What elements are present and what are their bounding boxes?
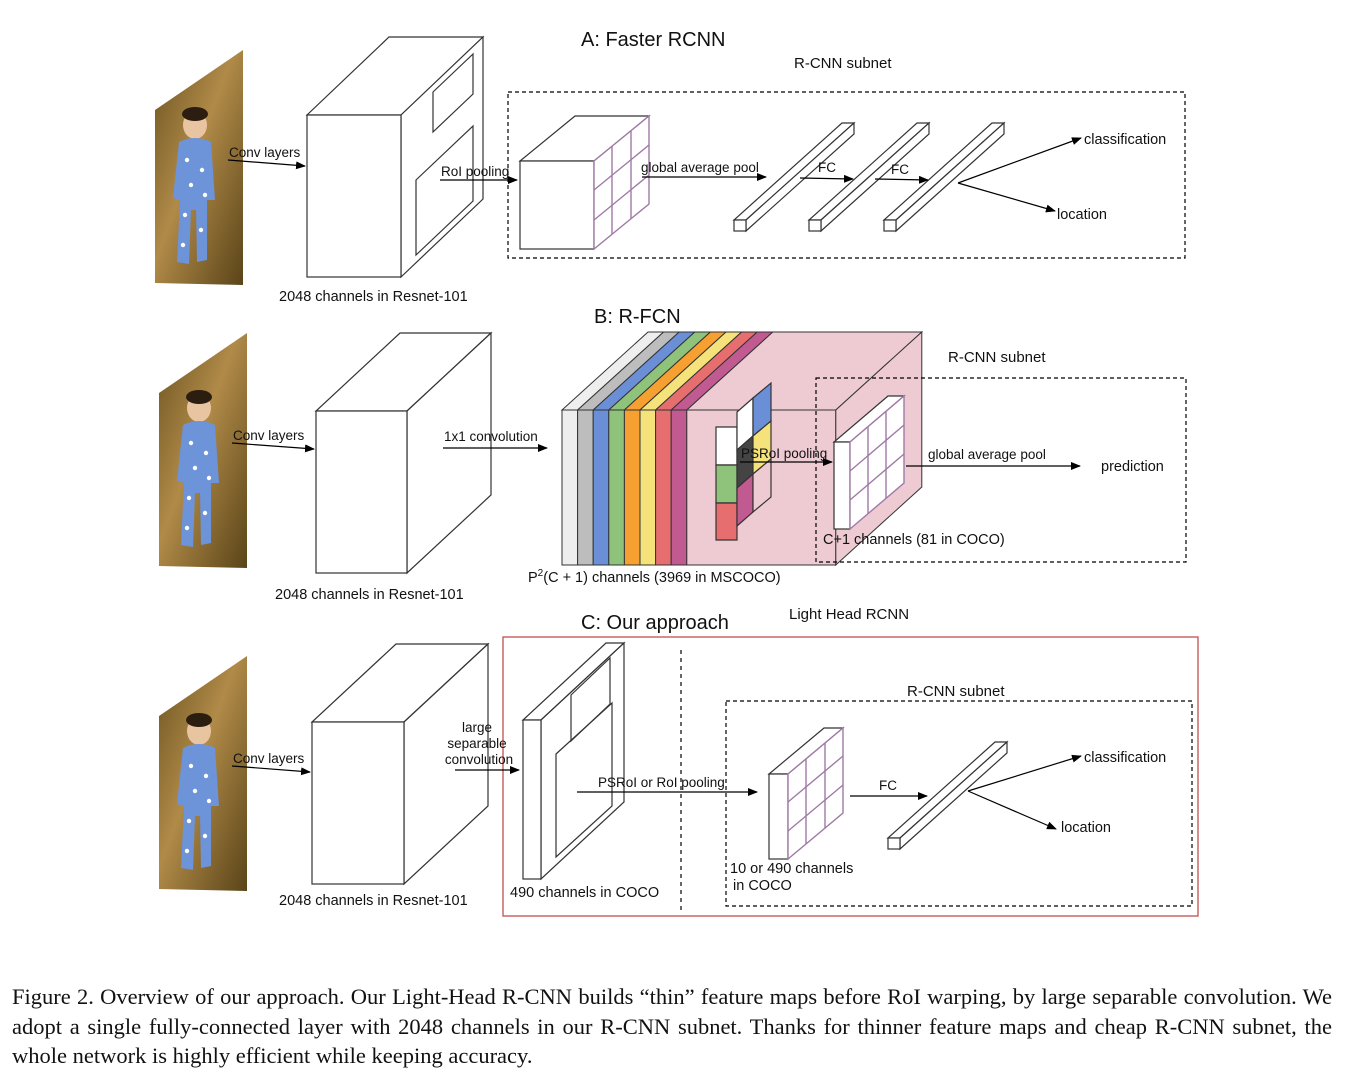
gap-label: global average pool [928,447,1046,462]
architecture-diagram: A: Faster RCNN R-CNN subnet Conv layers … [155,29,1199,917]
fc-vector-1 [732,121,856,233]
fc-vector [886,740,1009,851]
panel-b: B: R-FCN R-CNN subnet Conv layers 1x1 co… [159,306,1187,603]
conv-layers-label: Conv layers [233,751,305,766]
input-image [159,333,247,568]
input-image [159,656,247,891]
conv-layers-label: Conv layers [229,145,301,160]
gap-arrow: global average pool [641,160,767,181]
resnet-feature-block [305,35,485,279]
rcnn-subnet-label: R-CNN subnet [907,683,1005,700]
conv-layers-arrow: Conv layers [227,145,306,170]
psroi-pooling-arrow: PSRoI pooling [740,446,833,466]
location-arrow: location [957,182,1107,223]
fc-arrow: FC [850,778,928,800]
panel-c: C: Our approach Light Head RCNN R-CNN su… [159,606,1199,917]
panel-c-title: C: Our approach [581,612,729,634]
classification-arrow: classification [957,132,1166,184]
roi-pooling-arrow: RoI pooling [440,164,518,184]
fc-arrow-2: FC [874,162,929,184]
classification-label: classification [1084,132,1166,148]
resnet-feature-block [314,331,493,575]
fc-arrow-1: FC [799,160,854,183]
resnet-feature-block [310,642,490,886]
panel-a-subnet-label: R-CNN subnet [794,55,892,72]
score-maps-channels-label: P2(C + 1) channels (3969 in MSCOCO) [528,568,781,586]
score-map-slab [560,331,665,566]
large-separable-conv-arrow: large separable convolution [445,720,520,774]
light-head-label: Light Head RCNN [789,606,909,623]
fc-label-2: FC [891,162,909,177]
gap-arrow: global average pool [906,447,1081,470]
panel-a-channels-label: 2048 channels in Resnet-101 [279,289,468,305]
conv1x1-label: 1x1 convolution [444,429,538,444]
separable-label: separable [447,736,506,751]
conv-layers-arrow: Conv layers [231,751,311,776]
panel-b-title: B: R-FCN [594,306,681,328]
roi-pooling-label: RoI pooling [441,164,509,179]
panel-a-title: A: Faster RCNN [581,29,725,51]
roi-feature-cube [767,726,845,861]
light-head-box [502,636,1199,917]
roi-feature-cube [832,394,906,531]
roi-feature-cube [518,114,651,251]
psroi-pooling-label: PSRoI pooling [741,446,827,461]
thin-feature-map [521,641,626,881]
conv-layers-label: Conv layers [233,428,305,443]
classification-label: classification [1084,750,1166,766]
rcnn-subnet-box [725,700,1193,907]
rcnn-subnet-box [507,91,1186,259]
fc-label-1: FC [818,160,836,175]
score-map-slab [669,331,775,566]
fc-vector-2 [807,121,931,233]
location-label: location [1061,820,1111,836]
location-label: location [1057,207,1107,223]
fc-label: FC [879,778,897,793]
fc-vector-3 [882,121,1006,233]
pooling-arrow: PSRoI or RoI pooling [577,775,758,796]
panel-c-channels-label: 2048 channels in Resnet-101 [279,893,468,909]
score-map-slab [638,331,743,566]
score-map-grid [715,381,772,541]
thin-channels-label: 490 channels in COCO [510,885,659,901]
location-arrow: location [967,790,1111,836]
input-image [155,50,243,285]
score-map-slab [623,331,728,566]
large-label: large [462,720,492,735]
gap-label: global average pool [641,160,759,175]
conv1x1-arrow: 1x1 convolution [443,429,548,452]
panel-b-channels-label: 2048 channels in Resnet-101 [275,587,464,603]
subnet-channels-label: C+1 channels (81 in COCO) [823,532,1005,548]
roi-channels-label-1: 10 or 490 channels [730,861,853,877]
roi-channels-label-2: in COCO [733,878,792,894]
convolution-label: convolution [445,752,513,767]
panel-b-subnet-label: R-CNN subnet [948,349,1046,366]
pooling-label: PSRoI or RoI pooling [598,775,725,790]
prediction-label: prediction [1101,459,1164,475]
panel-a: A: Faster RCNN R-CNN subnet Conv layers … [155,29,1186,305]
classification-arrow: classification [967,750,1166,792]
figure-caption: Figure 2. Overview of our approach. Our … [12,984,1332,1068]
rcnn-subnet-box [815,377,1187,563]
score-map-slab [607,331,712,566]
conv-layers-arrow: Conv layers [231,428,315,453]
